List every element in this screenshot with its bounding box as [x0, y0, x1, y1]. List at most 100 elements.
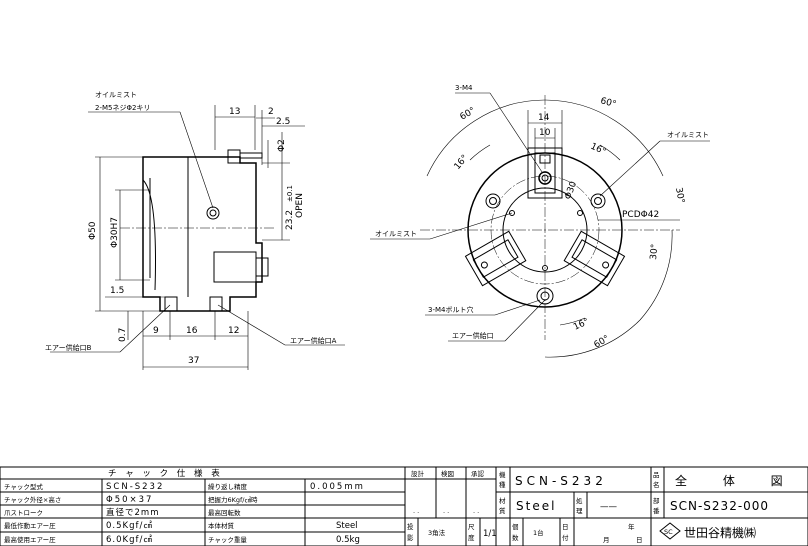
- spec-row-4-value-2: 0.5kg: [336, 535, 360, 545]
- spec-row-1-value-1: Φ50×37: [106, 495, 153, 505]
- spec-row-3-label-1: 最低作動エアー圧: [4, 521, 56, 530]
- date-label-1: 日: [562, 523, 569, 531]
- spec-row-0-label-1: チャック型式: [4, 482, 43, 491]
- air-port-a-label: エアー供給口A: [290, 336, 337, 345]
- oil-mist-left-label: オイルミスト: [375, 230, 417, 238]
- arc-60-right: [544, 99, 664, 177]
- arc-30-right: [639, 229, 673, 321]
- dim-phi2: Φ2: [277, 139, 287, 152]
- qty-label-1: 個: [512, 522, 519, 531]
- dim-phi30-front: Φ30: [563, 180, 579, 201]
- logo-diamond-icon: [659, 522, 681, 540]
- spec-row-0-value-1: SCN-S232: [106, 482, 164, 492]
- treat-label-1: 処: [576, 496, 583, 505]
- dim-1-5: 1.5: [110, 286, 124, 296]
- dim-14: 14: [538, 113, 550, 123]
- jaw-lower-left: [464, 230, 527, 287]
- side-oil-hole: [206, 206, 220, 220]
- proj-label-2: 影: [407, 533, 414, 542]
- model-label-1: 機: [499, 470, 506, 479]
- angle-30-r: 30°: [673, 187, 686, 204]
- spec-row-3-label-2: 本体材質: [208, 521, 235, 530]
- name-label-1: 品: [653, 471, 660, 479]
- spec-row-4-label-1: 最高使用エアー圧: [4, 535, 56, 544]
- arc-16-bottom: [559, 317, 586, 326]
- drawing-no-label-2: 番: [653, 507, 660, 515]
- front-inner-circle: [502, 187, 588, 273]
- dim-13: 13: [229, 107, 240, 117]
- proj-value: 3角法: [428, 528, 446, 537]
- angle-60-b: 60°: [593, 334, 612, 351]
- bolt-hole-right: [590, 193, 606, 209]
- spec-row-3-value-2: Steel: [336, 521, 358, 531]
- dim-23-2: 23.2: [285, 210, 295, 230]
- small-hole-3: [542, 265, 548, 271]
- qty-label-2: 数: [512, 533, 519, 542]
- treat-label-2: 理: [576, 507, 583, 515]
- dim-37: 37: [188, 356, 199, 366]
- side-fitting-plug: [255, 257, 269, 277]
- spec-row-1-label-2: 把握力6Kgf/㎠時: [208, 495, 258, 504]
- angle-60-tr: 60°: [599, 96, 617, 110]
- oil-mist-right-label: オイルミスト: [667, 131, 709, 139]
- dim-10: 10: [539, 128, 551, 138]
- dim-phi30h7: Φ30H7: [110, 217, 120, 248]
- pcd-label: PCDΦ42: [622, 210, 659, 220]
- spec-row-1-label-1: チャック外径×高さ: [4, 495, 61, 504]
- title-block: 設計 検図 承認 . . . . . . 機 種 SCN-S232 品 名 全 …: [404, 466, 808, 546]
- air-port-b-label: エアー供給口B: [45, 343, 92, 352]
- angle-16-l: 16°: [453, 153, 471, 172]
- material-value: Steel: [516, 499, 556, 513]
- model-label-2: 種: [499, 481, 506, 489]
- side-body-outline: [142, 156, 263, 312]
- dim-2-5: 2.5: [276, 117, 290, 127]
- dim-16: 16: [186, 326, 198, 336]
- spec-row-4-value-1: 6.0Kgf/㎠: [106, 535, 153, 545]
- side-fitting: [213, 251, 257, 283]
- check-date-dots: . .: [443, 507, 449, 515]
- oil-mist-label-side: オイルミスト: [95, 91, 137, 99]
- front-view: 14 10 3-M4 60° 60° 16° 16° 30° 30° 16° 6…: [370, 84, 710, 358]
- oil-hole-label: 2-M5ネジΦ2キリ: [95, 104, 150, 112]
- open-label: OPEN: [295, 193, 305, 218]
- date-month: 月: [603, 536, 610, 544]
- side-curve: [142, 179, 156, 291]
- spec-table-title: チ ャ ッ ク 仕 様 表: [108, 468, 223, 479]
- scale-value: 1/1: [483, 529, 497, 539]
- date-day: 日: [636, 536, 643, 544]
- design-label: 設計: [411, 469, 425, 478]
- material-label-2: 質: [499, 506, 506, 515]
- design-date-dots: . .: [413, 507, 419, 515]
- spec-row-2-label-2: 最高回転数: [208, 508, 241, 517]
- side-jaw-tip: [239, 152, 263, 159]
- approve-date-dots: . .: [473, 507, 479, 515]
- dim-12: 12: [228, 326, 239, 336]
- drawing-number: SCN-S232-000: [670, 499, 769, 513]
- logo-text: SC: [664, 528, 673, 536]
- pcd-circle: [490, 175, 600, 285]
- spec-row-2-label-1: 爪ストローク: [4, 509, 43, 517]
- side-port-b: [164, 296, 178, 312]
- spec-row-2-value-1: 直径で2mm: [106, 507, 159, 518]
- spec-row-0-label-2: 繰り返し精度: [208, 482, 248, 491]
- treat-value: ——: [600, 502, 618, 512]
- company-logo: SC: [659, 522, 681, 540]
- scale-label-2: 度: [468, 533, 475, 542]
- angle-16-tr: 16°: [589, 142, 608, 158]
- small-hole-1: [509, 210, 515, 216]
- m4-label: 3-M4: [455, 84, 473, 92]
- date-year: 年: [628, 522, 635, 531]
- check-label: 検図: [441, 469, 454, 478]
- side-port-a: [209, 296, 223, 312]
- angle-60-tl: 60°: [459, 106, 478, 123]
- drawing-no-label-1: 部: [653, 496, 660, 505]
- bolt-hole-label: 3-M4ボルト穴: [428, 305, 473, 314]
- spec-table: チ ャ ッ ク 仕 様 表 チャック型式 SCN-S232 繰り返し精度 0.0…: [0, 466, 406, 546]
- spec-row-4-label-2: チャック重量: [208, 536, 247, 544]
- model-value: SCN-S232: [515, 474, 607, 488]
- qty-value: 1台: [533, 528, 544, 537]
- arc-16-right: [599, 144, 621, 161]
- approve-label: 承認: [471, 469, 485, 478]
- arc-60-left: [426, 99, 546, 177]
